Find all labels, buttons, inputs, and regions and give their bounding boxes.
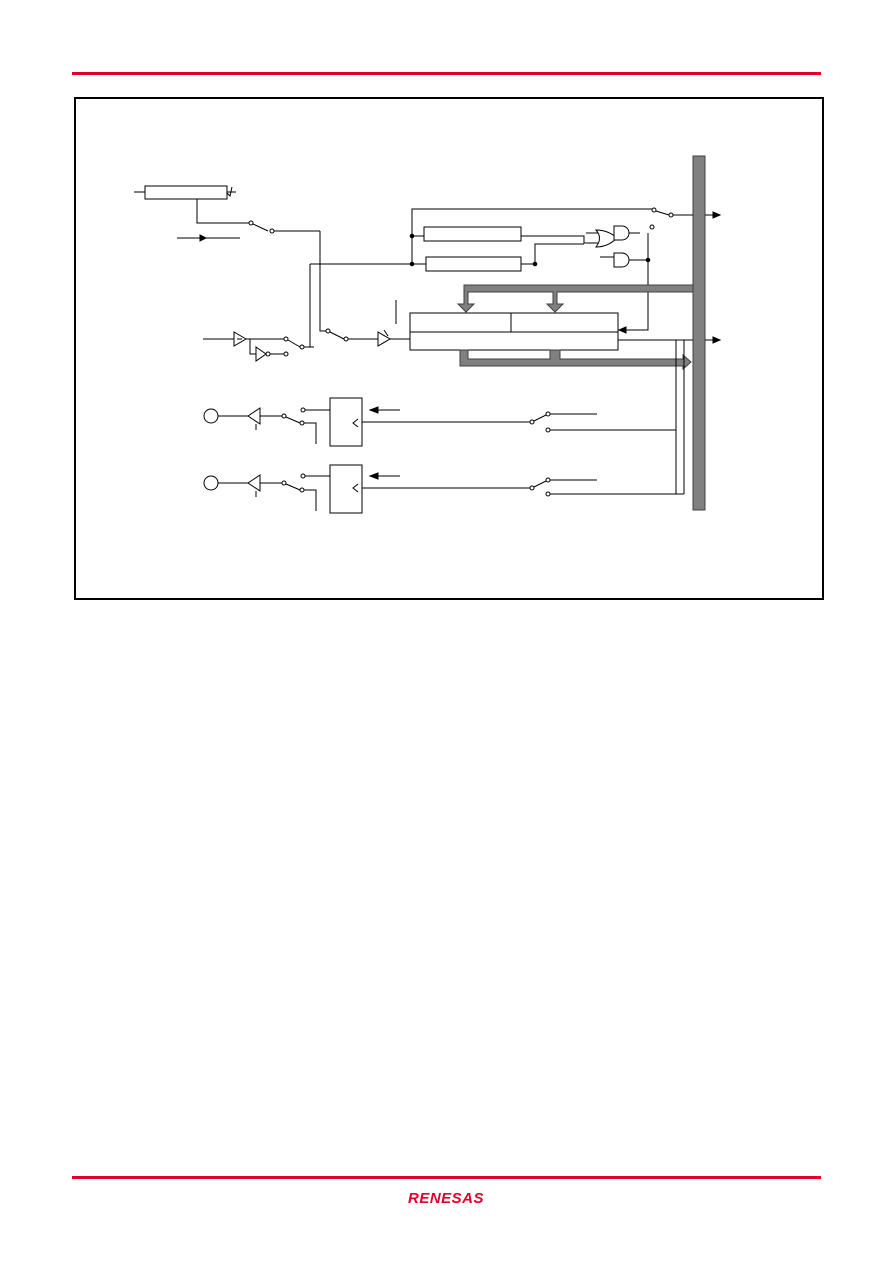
block-diagram bbox=[134, 155, 722, 514]
switch-clock bbox=[283, 336, 314, 357]
and-gate-2 bbox=[600, 252, 648, 268]
junction-3 bbox=[532, 261, 538, 267]
bus-read-arrow bbox=[459, 349, 692, 371]
renesas-logo: RENESAS bbox=[386, 1188, 506, 1210]
header-rule bbox=[72, 72, 821, 75]
capture-pin-1 bbox=[203, 407, 282, 430]
input-arrow-1 bbox=[177, 234, 240, 242]
junction-1 bbox=[409, 261, 415, 267]
switch-1-output-wire bbox=[319, 231, 326, 332]
interrupt-line bbox=[620, 233, 649, 331]
junction-2 bbox=[409, 233, 415, 239]
switch-capture-2 bbox=[281, 473, 330, 511]
and-gate-1 bbox=[613, 225, 640, 241]
gate-output-node bbox=[649, 224, 655, 230]
switch-out-top bbox=[651, 207, 693, 218]
bus-write-arrows bbox=[456, 284, 694, 313]
junction-4 bbox=[645, 257, 651, 263]
logo-text: RENESAS bbox=[407, 1190, 485, 1207]
or-gate bbox=[521, 229, 618, 248]
switch-1 bbox=[248, 220, 320, 234]
internal-bus bbox=[692, 155, 706, 511]
capture-pin-2 bbox=[203, 474, 282, 497]
register-output-wire bbox=[196, 199, 250, 224]
wire-register-b-to-and bbox=[521, 243, 584, 265]
top-register bbox=[134, 185, 236, 200]
count-buffer bbox=[377, 300, 410, 347]
bus-output-arrow-top bbox=[705, 211, 722, 219]
switch-capture-2-sel bbox=[529, 477, 684, 497]
switch-count-source bbox=[325, 328, 378, 342]
bus-output-arrow-bottom bbox=[705, 336, 722, 344]
switch-capture-1-sel bbox=[529, 411, 676, 433]
register-a bbox=[423, 226, 522, 242]
figure-frame bbox=[74, 97, 824, 600]
counter-register bbox=[409, 312, 619, 351]
footer-rule bbox=[72, 1176, 821, 1179]
clock-input bbox=[203, 331, 284, 362]
switch-capture-1 bbox=[281, 407, 330, 444]
register-b bbox=[425, 256, 522, 272]
top-feedback-wire bbox=[411, 208, 652, 264]
capture-latch-1 bbox=[329, 397, 530, 447]
interrupt-arrowhead bbox=[617, 326, 627, 334]
capture-latch-2 bbox=[329, 464, 530, 514]
